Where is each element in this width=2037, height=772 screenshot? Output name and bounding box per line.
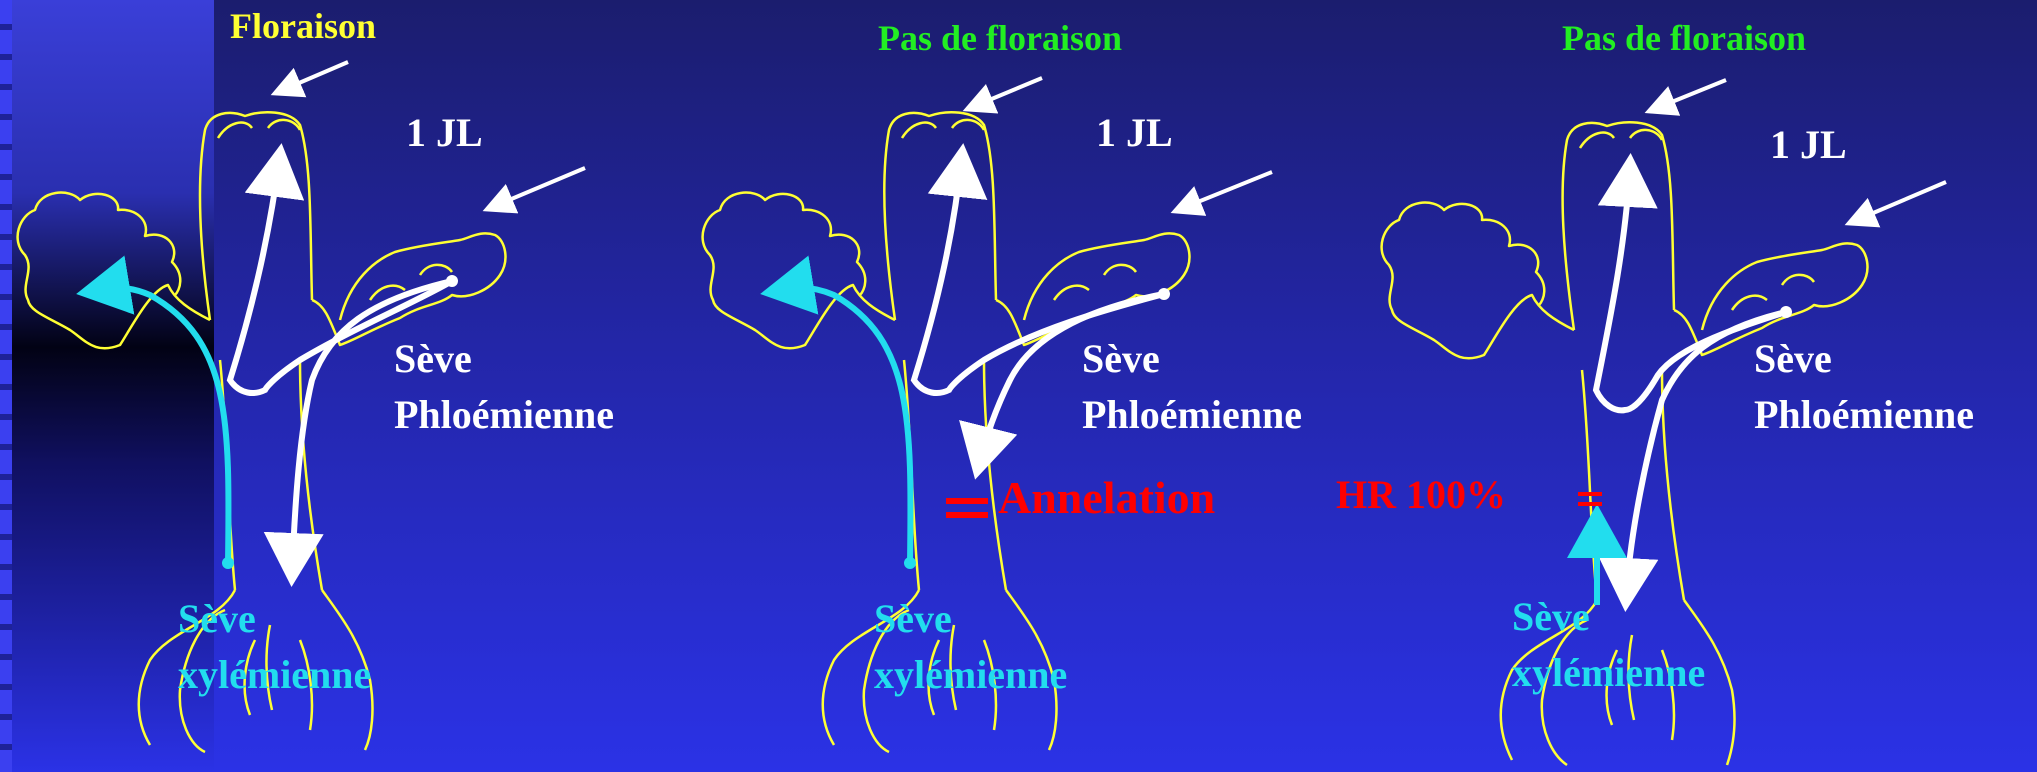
xylem-sap-origin — [222, 557, 234, 569]
phloem-sap-origin — [446, 275, 458, 287]
phloem-sap-label-line2: Phloémienne — [1754, 392, 1974, 438]
jl-label: 1 JL — [1770, 122, 1847, 168]
flowering-label: Floraison — [230, 6, 376, 47]
xylem-sap-arrow — [88, 288, 229, 563]
phloem-sap-label-line1: Sève — [1754, 336, 1832, 382]
xylem-sap-label-line2: xylémienne — [874, 652, 1067, 698]
xylem-sap-label-line1: Sève — [1512, 594, 1590, 640]
girdling-mark-icon — [946, 498, 988, 518]
xylem-sap-label-line1: Sève — [874, 596, 952, 642]
no-flowering-label: Pas de floraison — [1562, 18, 1806, 59]
humidity-label: HR 100% — [1336, 472, 1506, 518]
jl-label: 1 JL — [406, 110, 483, 156]
phloem-sap-label-line2: Phloémienne — [1082, 392, 1302, 438]
xylem-sap-label-line1: Sève — [178, 596, 256, 642]
phloem-sap-label-line1: Sève — [394, 336, 472, 382]
flower-pointer-arrow — [278, 62, 348, 92]
jl-label: 1 JL — [1096, 110, 1173, 156]
xylem-sap-label-line2: xylémienne — [1512, 650, 1705, 696]
xylem-sap-label-line2: xylémienne — [178, 652, 371, 698]
xylem-sap-arrow — [772, 288, 911, 563]
girdling-label: Annelation — [998, 472, 1215, 525]
phloem-sap-label-line1: Sève — [1082, 336, 1160, 382]
phloem-sap-label-line2: Phloémienne — [394, 392, 614, 438]
leaf-pointer-arrow — [490, 168, 585, 208]
no-flowering-label: Pas de floraison — [878, 18, 1122, 59]
